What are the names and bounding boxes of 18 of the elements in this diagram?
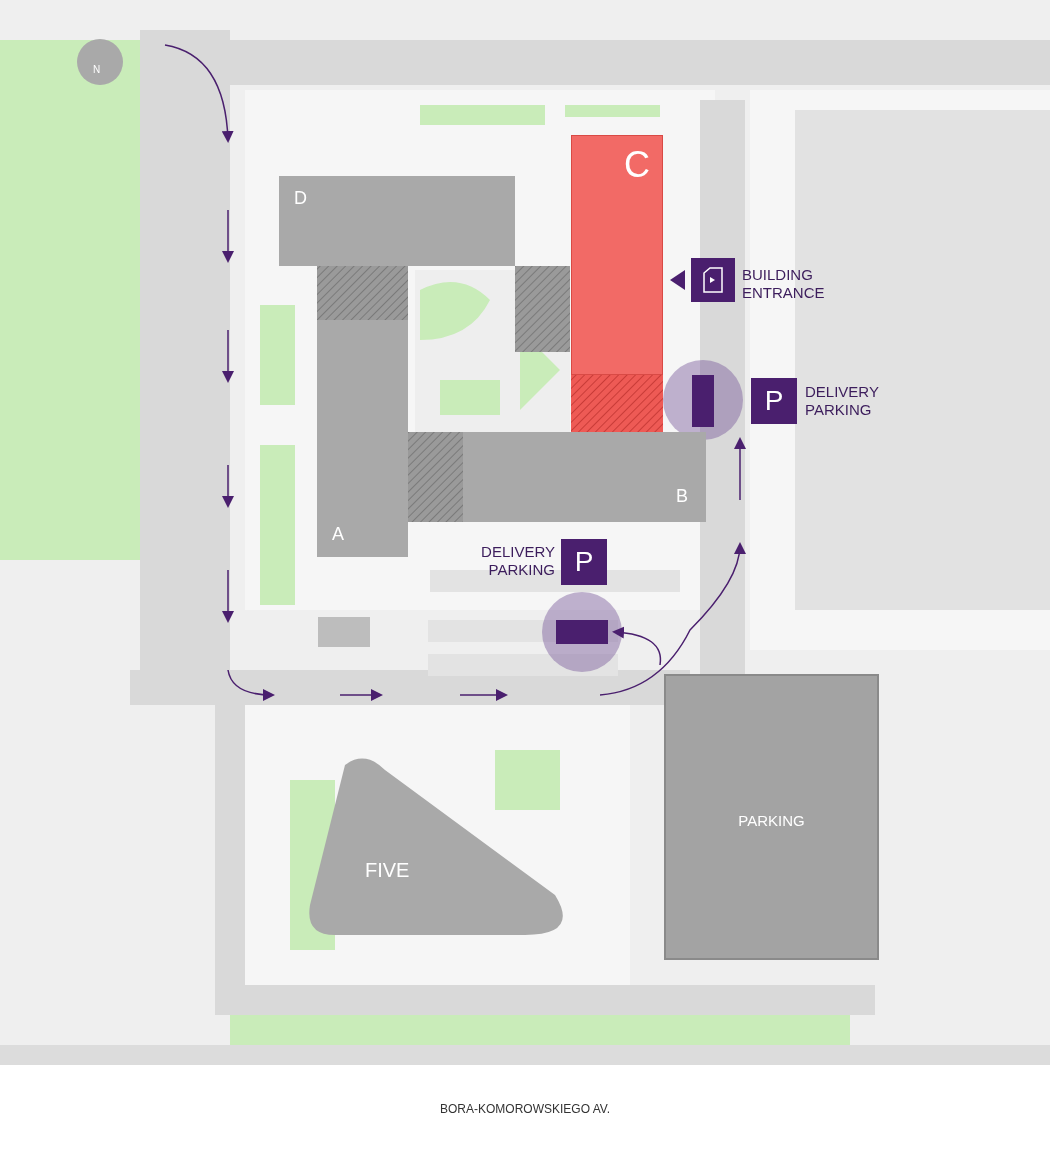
compass-letter: N — [93, 64, 101, 75]
building-block — [279, 176, 515, 266]
building-label: B — [676, 486, 688, 507]
building-label: D — [294, 188, 307, 209]
parking-label: PARKING — [737, 812, 806, 829]
building-block — [317, 320, 408, 557]
building-block — [571, 135, 663, 375]
parking-sign: P — [751, 378, 797, 424]
street-name: BORA-KOMOROWSKIEGO AV. — [438, 1102, 611, 1116]
building-label: C — [624, 144, 650, 186]
parking-lot — [664, 674, 879, 960]
delivery-parking-label: DELIVERY PARKING — [480, 543, 555, 579]
building-label: FIVE — [365, 859, 410, 882]
building-label: A — [332, 524, 344, 545]
entrance-label: BUILDING ENTRANCE — [742, 266, 826, 302]
building-block — [463, 432, 706, 522]
delivery-parking-label: DELIVERY PARKING — [805, 383, 880, 419]
parking-sign: P — [561, 539, 607, 585]
